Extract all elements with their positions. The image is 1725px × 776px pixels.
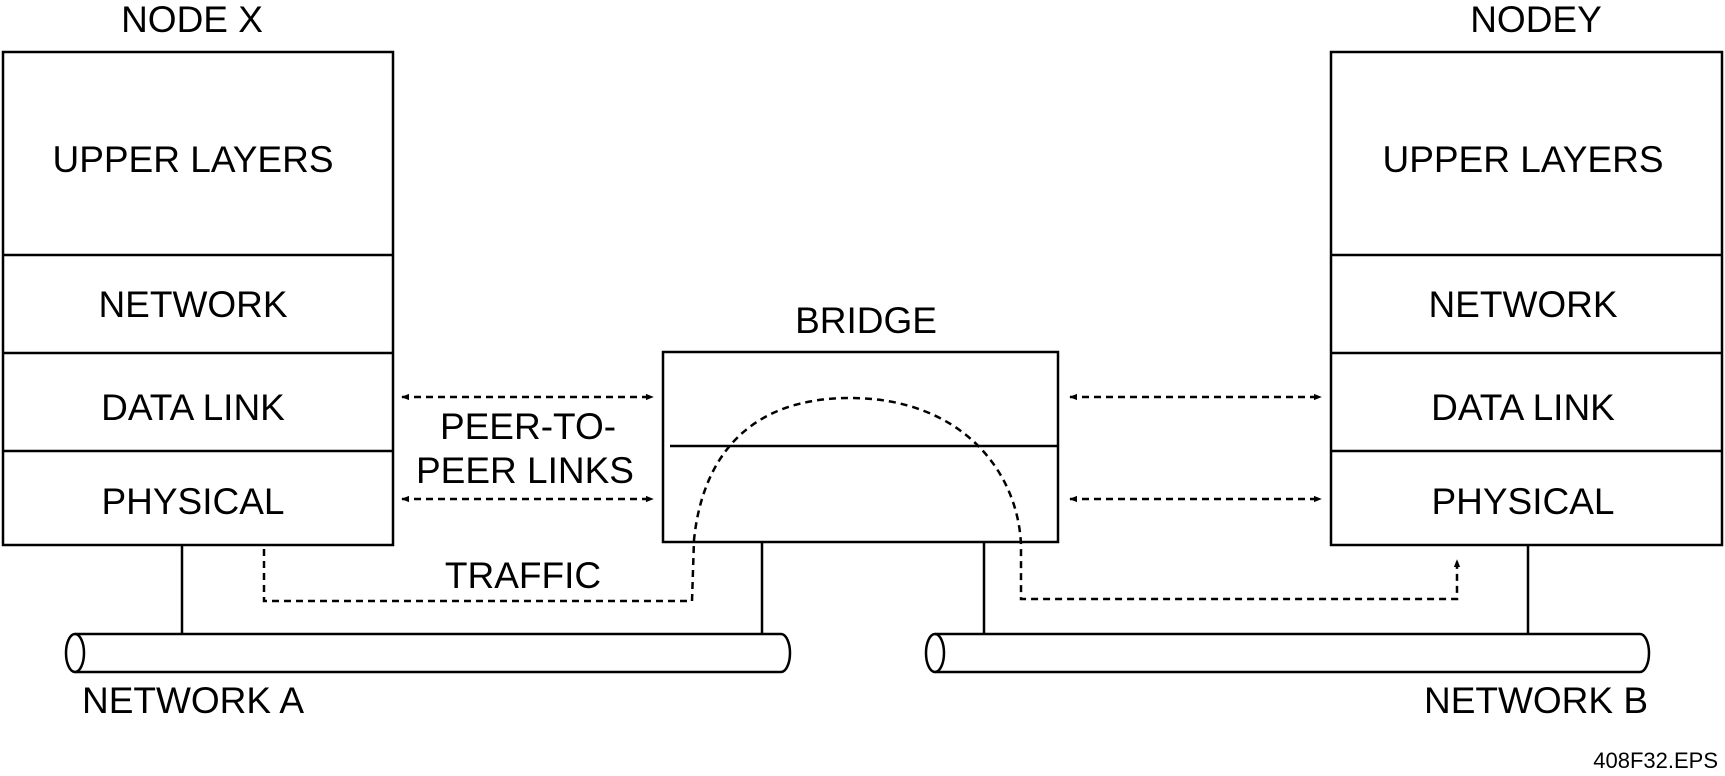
network-a-label: NETWORK A bbox=[82, 680, 304, 721]
node-y-data-link: DATA LINK bbox=[1431, 387, 1615, 428]
node-x-upper-layers: UPPER LAYERS bbox=[52, 139, 333, 180]
bus-connections bbox=[180, 542, 1530, 634]
network-b-label: NETWORK B bbox=[1424, 680, 1648, 721]
traffic-label: TRAFFIC bbox=[445, 555, 601, 596]
peer-links-label-line1: PEER-TO- bbox=[440, 406, 616, 447]
traffic-path bbox=[262, 396, 1461, 603]
network-a-bus bbox=[64, 632, 792, 674]
figure-id: 408F32.EPS bbox=[1593, 748, 1718, 773]
node-y-stack bbox=[1329, 50, 1724, 547]
node-x-title: NODE X bbox=[121, 0, 263, 40]
node-y-title: NODEY bbox=[1470, 0, 1602, 40]
bridge-title: BRIDGE bbox=[795, 300, 937, 341]
node-x-physical: PHYSICAL bbox=[101, 481, 284, 522]
peer-links-label-line2: PEER LINKS bbox=[416, 450, 634, 491]
node-y-upper-layers: UPPER LAYERS bbox=[1382, 139, 1663, 180]
node-y-network: NETWORK bbox=[1428, 284, 1617, 325]
node-x-network: NETWORK bbox=[98, 284, 287, 325]
node-y-physical: PHYSICAL bbox=[1431, 481, 1614, 522]
node-x-stack bbox=[1, 50, 395, 547]
node-x-data-link: DATA LINK bbox=[101, 387, 285, 428]
bridge-box bbox=[661, 350, 1060, 544]
network-b-bus bbox=[924, 632, 1651, 674]
